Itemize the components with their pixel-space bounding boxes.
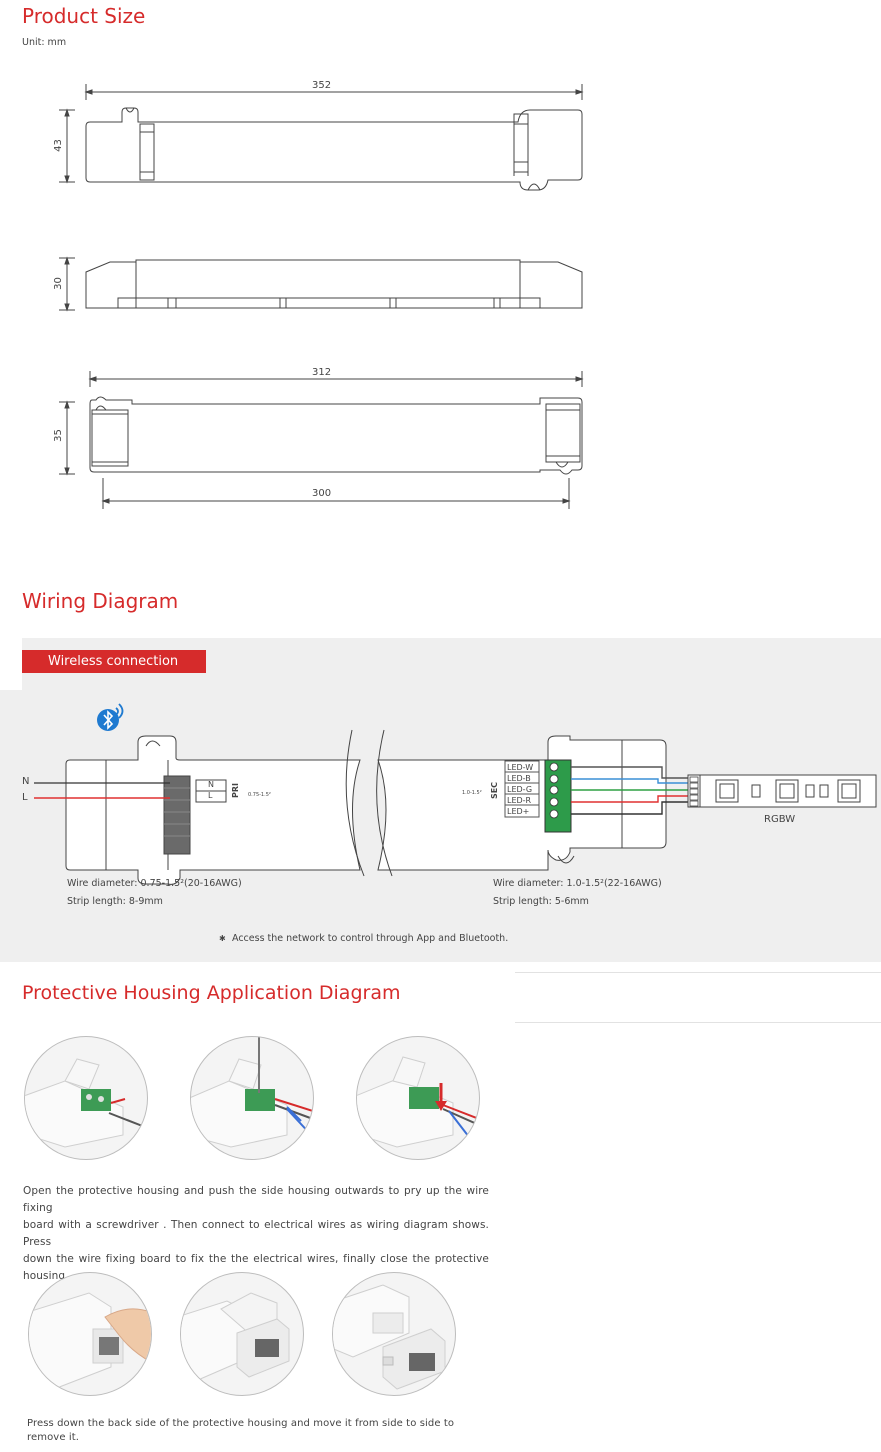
bluetooth-note: Access the network to control through Ap… <box>232 933 509 944</box>
bluetooth-icon <box>96 700 130 734</box>
wiring-drawing <box>34 729 877 885</box>
para2-line1: Press down the back side of the protecti… <box>27 1418 455 1429</box>
wireless-tab-label: Wireless connection <box>48 654 179 669</box>
para2-line2: remove it. <box>27 1432 80 1443</box>
dim-hole-spacing: 300 <box>312 488 332 499</box>
strip-label: RGBW <box>764 814 796 825</box>
para1-line2: board with a screwdriver . Then connect … <box>23 1219 489 1248</box>
wiring-panel-left-notch <box>0 638 22 690</box>
input-l-label: L <box>22 792 28 803</box>
para1-line3: down the wire fixing board to fix the th… <box>23 1253 489 1282</box>
dim-height-bottom: 35 <box>52 429 64 442</box>
note-mark: ✱ <box>219 934 226 943</box>
housing-title: Protective Housing Application Diagram <box>22 982 401 1004</box>
input-n-label: N <box>22 776 30 787</box>
pri-label: PRI <box>231 783 240 798</box>
wiring-title: Wiring Diagram <box>22 589 179 613</box>
pri-spec: 0.75-1.5² <box>248 792 271 798</box>
housing-instructions: Open the protective housing and push the… <box>23 1183 489 1285</box>
panel-lower-line <box>515 972 881 973</box>
unit-label: Unit: mm <box>22 37 67 48</box>
pri-l-label: L <box>208 791 213 800</box>
wireless-tab[interactable]: Wireless connection <box>22 650 206 673</box>
terminal-led-g: LED-G <box>507 785 533 794</box>
terminal-led-w: LED-W <box>507 763 534 772</box>
left-wire-diameter: Wire diameter: 0.75-1.5²(20-16AWG) <box>67 878 242 889</box>
step-slide-housing-image <box>180 1272 304 1396</box>
step-press-back-image <box>28 1272 152 1396</box>
top-view-drawing <box>59 84 584 509</box>
panel-lower-line-2 <box>515 1022 881 1023</box>
step-screwdriver-image <box>190 1036 314 1160</box>
sec-label: SEC <box>490 781 500 800</box>
step-remove-housing-image <box>332 1272 456 1396</box>
right-strip-length: Strip length: 5-6mm <box>493 896 589 907</box>
left-strip-length: Strip length: 8-9mm <box>67 896 163 907</box>
terminal-led-plus: LED+ <box>507 807 530 816</box>
removal-instructions: Press down the back side of the protecti… <box>27 1417 467 1445</box>
sec-spec: 1.0-1.5² <box>462 790 482 796</box>
step-connect-wires-image <box>356 1036 480 1160</box>
pri-n-label: N <box>208 780 214 789</box>
dim-height-top: 43 <box>52 139 64 152</box>
dim-height-side: 30 <box>52 277 64 290</box>
terminal-led-b: LED-B <box>507 774 531 783</box>
terminal-led-r: LED-R <box>507 796 532 805</box>
dim-length-top: 352 <box>312 80 332 91</box>
right-wire-diameter: Wire diameter: 1.0-1.5²(22-16AWG) <box>493 878 662 889</box>
step-open-housing-image <box>24 1036 148 1160</box>
para1-line1: Open the protective housing and push the… <box>23 1185 489 1214</box>
product-size-title: Product Size <box>22 4 146 28</box>
dim-length-bottom: 312 <box>312 367 332 378</box>
